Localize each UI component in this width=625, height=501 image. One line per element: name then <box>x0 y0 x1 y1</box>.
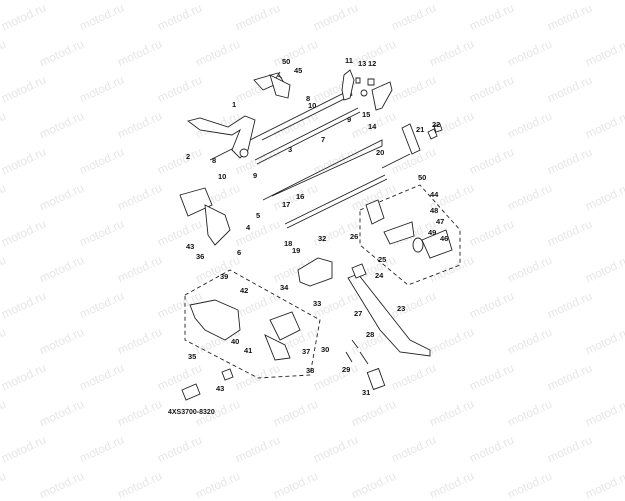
part-number-label: 10 <box>218 172 227 181</box>
watermark-text: motod.ru <box>427 468 477 501</box>
watermark-text: motod.ru <box>0 468 9 501</box>
part-number-label: 38 <box>306 366 315 375</box>
part-number-label: 29 <box>342 365 351 374</box>
side-stand-23-part <box>347 273 431 357</box>
part-number-label: 42 <box>240 286 249 295</box>
sleeve-31-part <box>366 367 386 391</box>
watermark-text: motod.ru <box>583 468 625 501</box>
part-number-label: 17 <box>282 200 291 209</box>
bracket-24-part <box>351 263 367 279</box>
rod-7-part <box>254 107 359 161</box>
part-number-label: 33 <box>313 299 322 308</box>
part-number-label: 25 <box>378 255 387 264</box>
arm-11-part <box>341 69 355 101</box>
part-number-label: 14 <box>368 122 377 131</box>
part-number-label: 21 <box>416 125 425 134</box>
part-number-label: 43 <box>186 242 195 251</box>
link-21-part <box>401 123 421 155</box>
part-number-label: 34 <box>280 283 289 292</box>
arm-14-part <box>371 81 393 111</box>
watermark-text: motod.ru <box>271 468 321 501</box>
part-number-label: 50 <box>418 173 427 182</box>
part-number-label: 3 <box>288 145 293 154</box>
watermark-text: motod.ru <box>505 468 555 501</box>
assembly-frame-rod <box>262 139 383 201</box>
footrest-37-part <box>269 311 301 341</box>
part-number-label: 8 <box>212 156 217 165</box>
footrest-36-part <box>179 187 213 217</box>
part-number-label: 45 <box>294 66 303 75</box>
rod-20-part <box>381 153 411 169</box>
rod-16-part <box>284 174 386 225</box>
watermark-text: motod.ru <box>115 468 165 501</box>
part-number-label: 18 <box>284 239 293 248</box>
diagram-drawing <box>179 69 461 401</box>
part-number-label: 43 <box>216 384 225 393</box>
part-number-label: 41 <box>244 346 253 355</box>
part-number-label: 23 <box>397 304 406 313</box>
bracket-44-part <box>365 199 385 225</box>
part-number-label: 8 <box>306 94 311 103</box>
part-number-label: 46 <box>440 234 449 243</box>
part-number-label: 2 <box>186 152 191 161</box>
part-number-label: 30 <box>321 345 330 354</box>
part-number-label: 22 <box>432 120 441 129</box>
part-number-label: 5 <box>256 211 261 220</box>
part-number-label: 13 <box>358 59 367 68</box>
part-number-label: 32 <box>318 234 327 243</box>
bracket-35-part <box>189 299 241 341</box>
part-number-label: 50 <box>282 57 291 66</box>
part-number-label: 35 <box>188 352 197 361</box>
part-number-label: 39 <box>220 272 229 281</box>
spring-part <box>345 339 369 365</box>
part-number-label: 36 <box>196 252 205 261</box>
part-number-label: 6 <box>237 248 242 257</box>
part-number-label: 20 <box>376 148 385 157</box>
part-number-label: 7 <box>321 135 326 144</box>
assembly-box-44 <box>359 184 461 286</box>
part-number-label: 15 <box>362 110 371 119</box>
part-number-label: 27 <box>354 309 363 318</box>
part-number-label: 19 <box>292 246 301 255</box>
part-number-label: 24 <box>375 271 384 280</box>
footpeg-46-part <box>421 229 453 259</box>
part-number-label: 12 <box>368 59 377 68</box>
part-number-label: 10 <box>308 101 317 110</box>
watermark-text: motod.ru <box>37 468 87 501</box>
part-number-label: 26 <box>350 232 359 241</box>
part-number-label: 16 <box>296 192 305 201</box>
part-number-label: 48 <box>430 206 439 215</box>
part-number-label: 28 <box>366 330 375 339</box>
part-number-label: 47 <box>436 217 445 226</box>
part-number-label: 31 <box>362 388 371 397</box>
part-number-label: 44 <box>430 190 439 199</box>
part-number-label: 37 <box>302 347 311 356</box>
part-number-label: 9 <box>253 171 258 180</box>
part-number-label: 9 <box>347 115 352 124</box>
diagram-code: 4XS3700-8320 <box>168 409 215 416</box>
assembly-box-35 <box>184 269 321 379</box>
part-number-label: 49 <box>428 228 437 237</box>
watermark-text: motod.ru <box>193 468 243 501</box>
part-number-label: 11 <box>345 56 353 65</box>
bracket-32-part <box>297 257 333 287</box>
watermark-text: motod.ru <box>349 468 399 501</box>
front-arrow-icon <box>181 383 201 401</box>
part-number-label: 40 <box>231 337 240 346</box>
part-number-label: 4 <box>246 223 251 232</box>
part-number-label: 1 <box>232 100 237 109</box>
